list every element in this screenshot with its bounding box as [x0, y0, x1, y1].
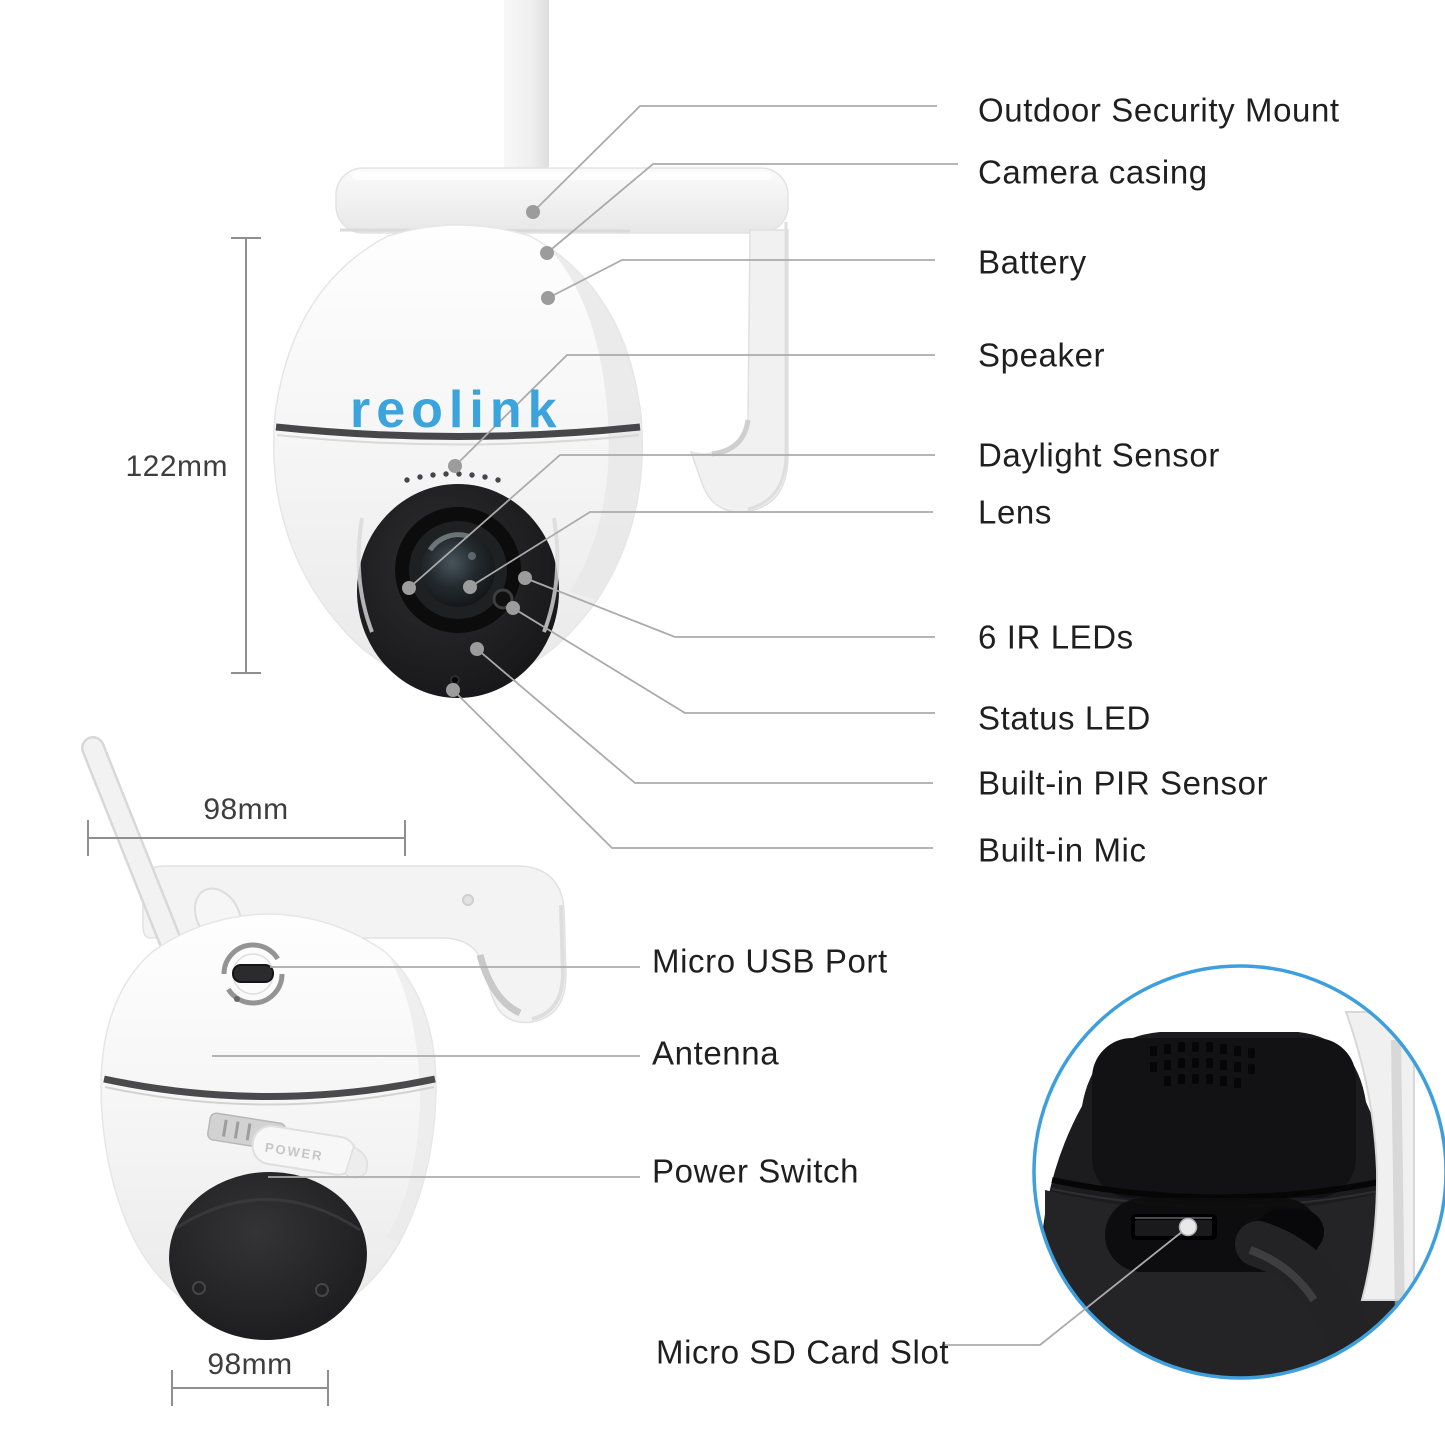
- daylight-sensor-icon: [492, 588, 514, 610]
- label-camera-casing: Camera casing: [978, 153, 1208, 191]
- dome-seam-ring-rear: [103, 1075, 436, 1100]
- dome-seam-ring: [275, 423, 641, 440]
- dimension-height-122mm: 122mm: [125, 450, 228, 483]
- sd-card-inset: [1032, 964, 1445, 1380]
- inset-ring: [1032, 964, 1445, 1380]
- label-outdoor-security-mount: Outdoor Security Mount: [978, 91, 1340, 129]
- leader-dots: [402, 205, 1198, 1237]
- reolink-logo: reolink: [350, 381, 563, 439]
- inset-speaker-grille: [1150, 1042, 1255, 1088]
- lens-housing: [356, 484, 560, 698]
- sd-card-slot: [1131, 1214, 1217, 1240]
- label-daylight-sensor: Daylight Sensor: [978, 436, 1220, 474]
- mic-hole-icon: [450, 675, 460, 685]
- front-camera-illustration: [272, 0, 789, 698]
- label-speaker: Speaker: [978, 336, 1106, 374]
- rear-camera-illustration: [81, 736, 567, 1341]
- usb-port-icon: [221, 942, 285, 1006]
- label-built-in-mic: Built-in Mic: [978, 831, 1147, 869]
- label-power-switch: Power Switch: [652, 1152, 860, 1190]
- label-built-in-pir-sensor: Built-in PIR Sensor: [978, 764, 1269, 802]
- power-switch: [207, 1112, 369, 1179]
- dimension-width-98mm-bottom: 98mm: [207, 1348, 293, 1381]
- label-micro-sd-card-slot: Micro SD Card Slot: [656, 1333, 950, 1371]
- dimension-width-98mm-top: 98mm: [203, 793, 289, 826]
- label-6-ir-leds: 6 IR LEDs: [978, 618, 1134, 656]
- label-micro-usb-port: Micro USB Port: [652, 942, 888, 980]
- outdoor-security-mount-arm: [335, 167, 789, 513]
- dimension-lines: [87, 237, 406, 1406]
- rear-black-dome: [169, 1171, 367, 1341]
- speaker-grille: [404, 471, 501, 483]
- label-antenna: Antenna: [652, 1034, 780, 1072]
- label-battery: Battery: [978, 243, 1087, 281]
- leader-lines: [212, 105, 1189, 1346]
- label-status-led: Status LED: [978, 699, 1151, 737]
- label-lens: Lens: [978, 493, 1052, 531]
